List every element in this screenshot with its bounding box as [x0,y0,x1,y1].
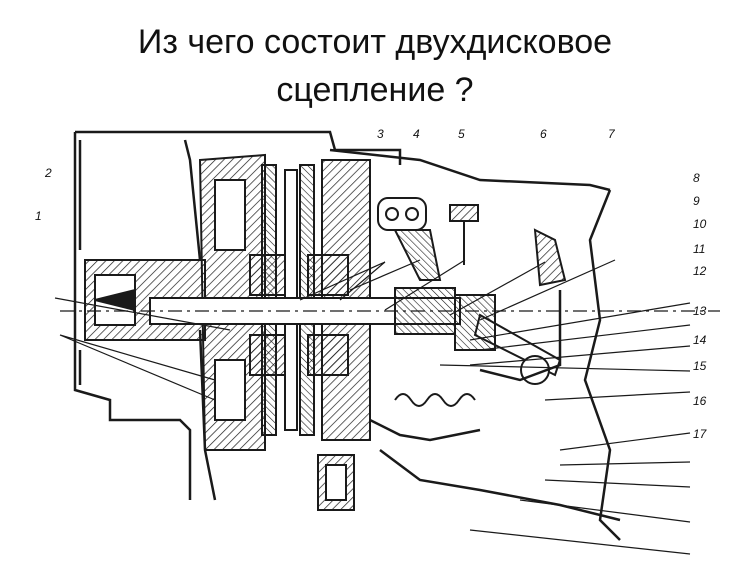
label-1: 1 [35,209,42,223]
adjusting-bolt [449,204,479,265]
label-6: 6 [540,127,547,141]
label-16: 16 [693,394,707,408]
slide-title-line-2: сцепление ? [276,71,474,109]
label-11: 11 [693,242,705,256]
clutch-cover [329,148,621,522]
label-8: 8 [693,171,700,185]
label-9: 9 [693,194,700,208]
gearbox-housing [479,189,621,541]
label-4: 4 [413,127,420,141]
label-2: 2 [44,166,52,180]
release-lever [377,197,442,281]
bottom-bolt [317,454,355,511]
label-5: 5 [458,127,465,141]
return-spring [394,393,476,407]
label-17: 17 [693,427,708,441]
leader-lines [54,259,691,555]
clutch-cross-section-diagram: 1 2 3 4 5 6 7 8 9 10 11 12 13 14 15 16 1… [35,127,720,555]
slide-title-line-1: Из чего состоит двухдисковое [137,23,613,61]
label-7: 7 [608,127,616,141]
label-3: 3 [377,127,384,141]
part-labels: 1 2 3 4 5 6 7 8 9 10 11 12 13 14 15 16 1… [35,127,708,441]
label-15: 15 [693,359,707,373]
label-14: 14 [693,333,707,347]
label-10: 10 [693,217,707,231]
label-12: 12 [693,264,707,278]
label-13: 13 [693,304,707,318]
slide-title: Из чего состоит двухдисковое сцепление ? [0,18,750,114]
input-shaft [60,287,720,335]
release-bearing [454,294,496,351]
